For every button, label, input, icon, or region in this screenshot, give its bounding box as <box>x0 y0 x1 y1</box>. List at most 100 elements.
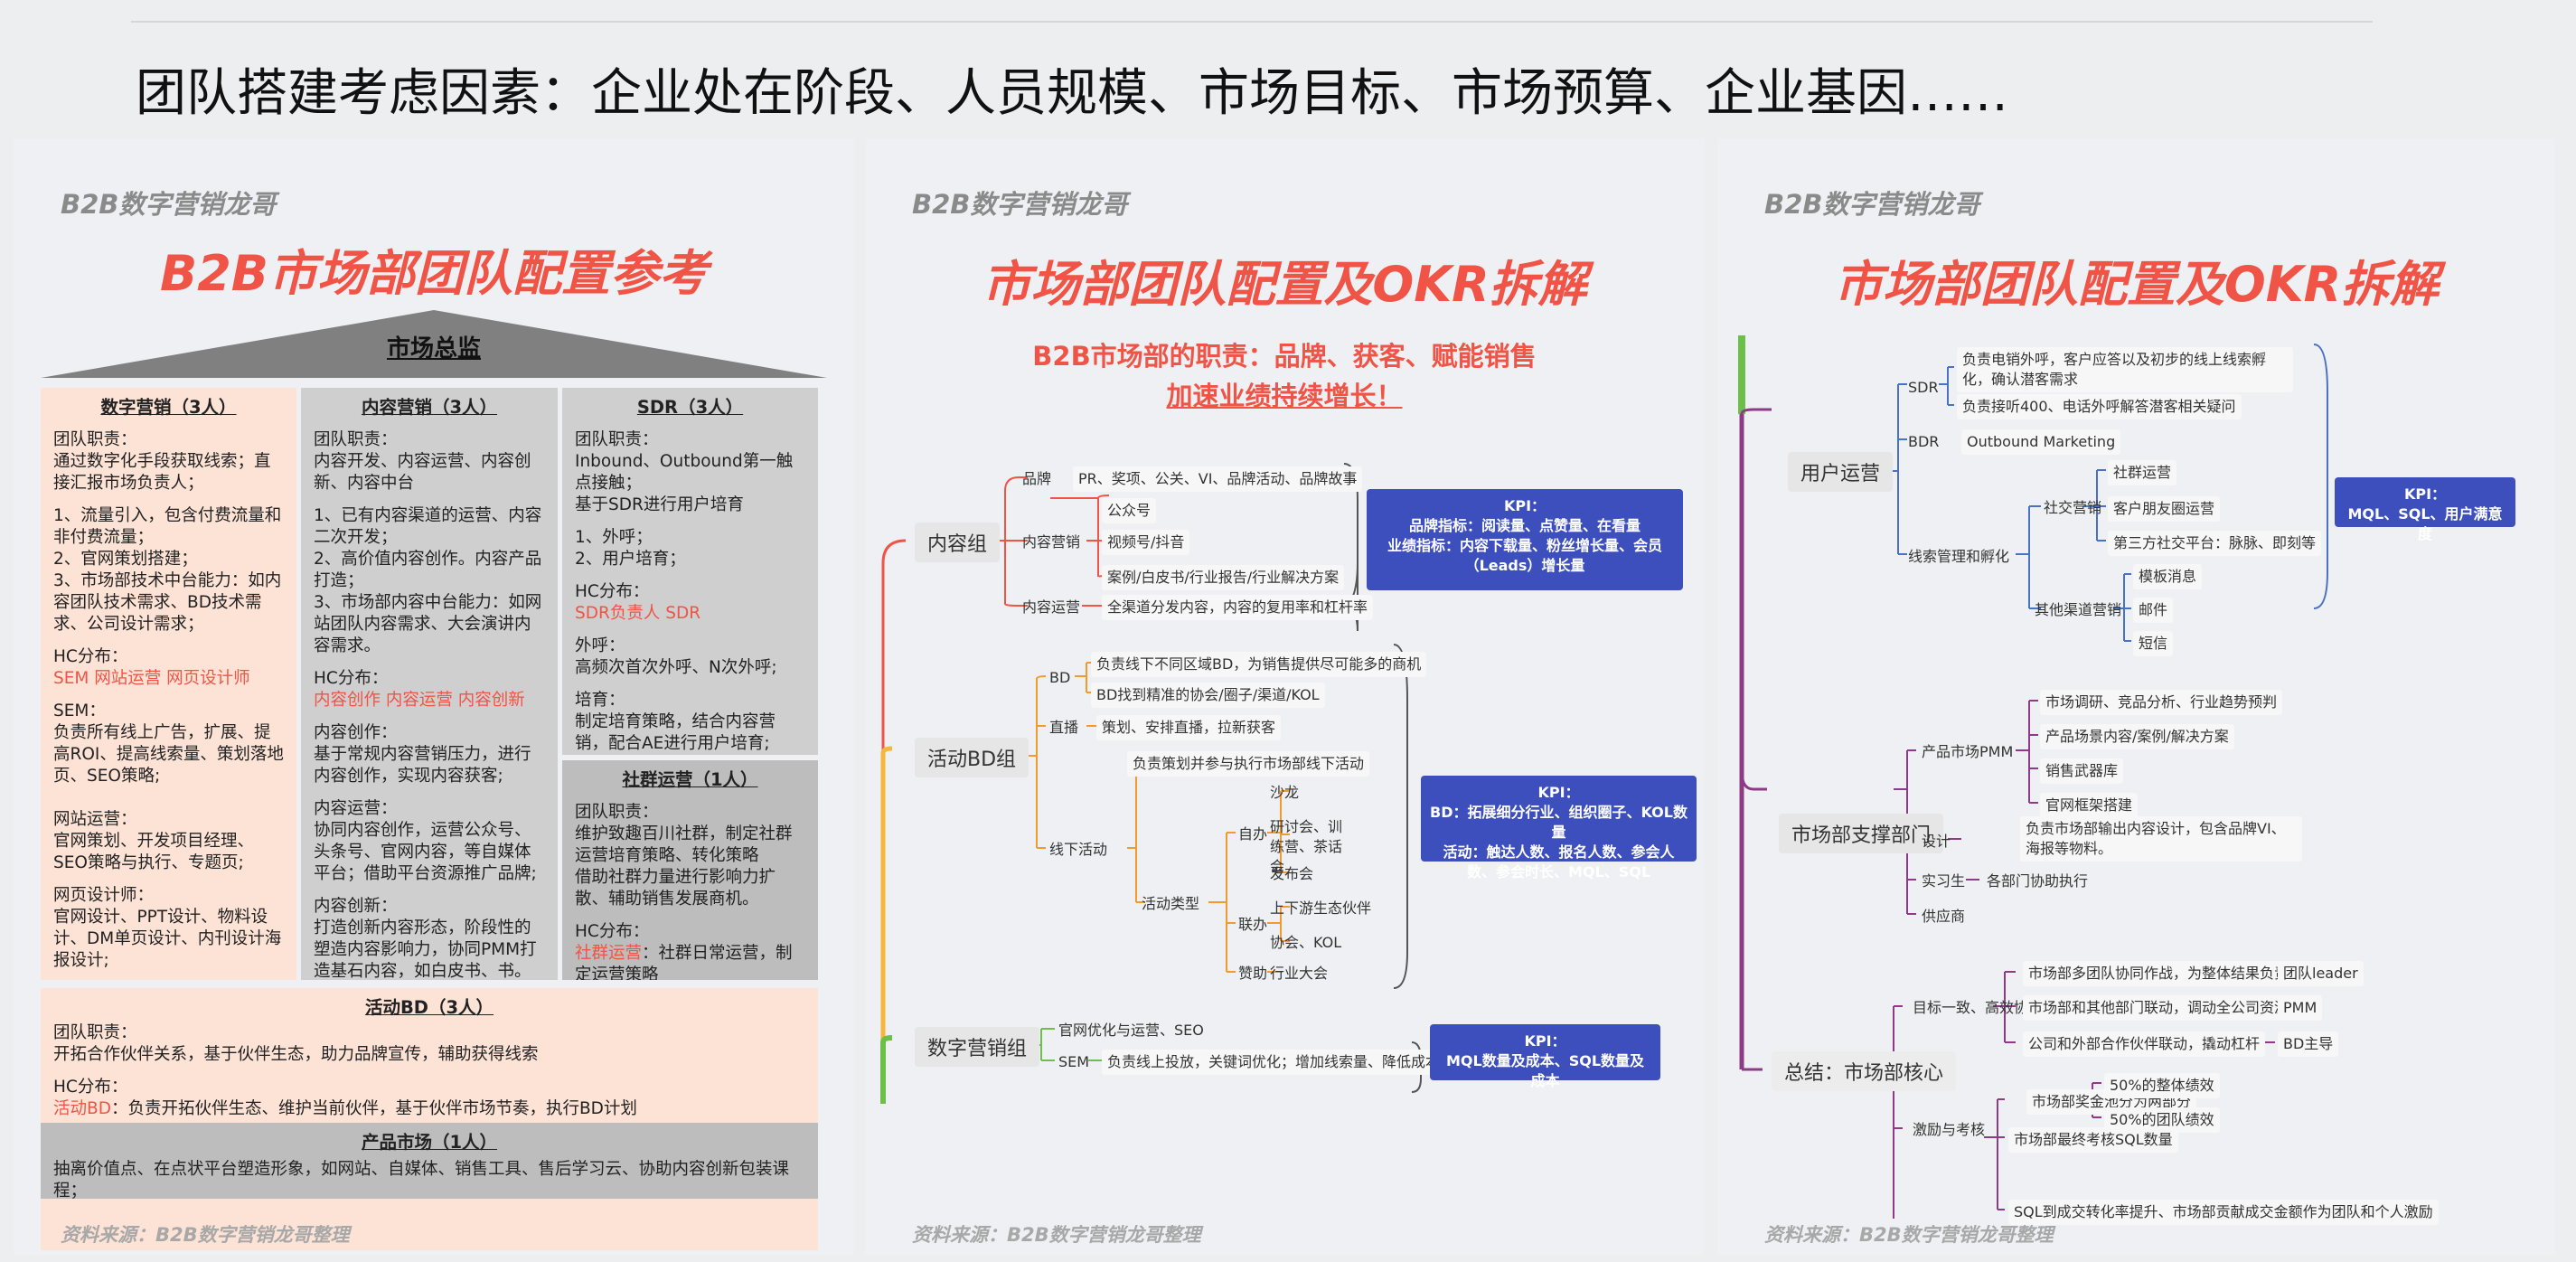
node-pmm: 产品市场PMM <box>1922 743 2014 760</box>
hc-desc: ：社群日常运营，制定运营策略 <box>575 944 793 980</box>
node-lead-mgmt: 线索管理和孵化 <box>1908 548 2010 565</box>
node-pmm-1: 市场调研、竞品分析、行业趋势预判 <box>2040 690 2283 715</box>
brand-label: B2B数字营销龙哥 <box>1764 189 1980 220</box>
slide-title: 团队搭建考虑因素：企业处在阶段、人员规模、市场目标、市场预算、企业基因…… <box>136 64 2008 123</box>
box-product-marketing: 产品市场（1人） 抽离价值点、在点状平台塑造形象，如网站、自媒体、销售工具、售后… <box>41 1123 818 1199</box>
text-line: 内容运营： <box>314 799 398 818</box>
source-note: 资料来源：B2B数字营销龙哥整理 <box>1764 1224 2054 1246</box>
top-divider <box>131 21 2373 23</box>
text-line: 3、市场部内容中台能力：如网站团队内容需求、大会演讲内容需求。 <box>314 593 542 655</box>
hc-list: SDR负责人 SDR <box>575 604 701 623</box>
hc-list: 社群运营 <box>575 944 643 963</box>
node-design: 设计 <box>1922 833 1951 850</box>
text-line: HC分布： <box>53 1078 128 1097</box>
text-line: KPI： <box>1524 1032 1566 1050</box>
node-supplier: 供应商 <box>1922 908 1966 925</box>
node-site-opt: 官网优化与运营、SEO <box>1058 1022 1204 1039</box>
node-goal: 目标一致、高效协同 <box>1913 999 2044 1016</box>
node-live: 直播 <box>1049 719 1079 736</box>
text-line: HC分布： <box>575 582 650 601</box>
node-event-type: 活动类型 <box>1142 895 1200 912</box>
text-line: 高频次首次外呼、N次外呼; <box>575 658 777 677</box>
node-template-msg: 模板消息 <box>2133 564 2203 589</box>
text-line: 制定培育策略，结合内容营销，配合AE进行用户培育; <box>575 712 776 753</box>
text-line: 1、流量引入，包含付费流量和非付费流量； <box>53 506 282 547</box>
node-pmm-4: 官网框架搭建 <box>2040 793 2139 818</box>
node-final-kpi: 市场部最终考核SQL数量 <box>2008 1127 2178 1153</box>
box-header: 产品市场（1人） <box>361 1132 498 1153</box>
text-line: 借助社群力量进行影响力扩散、辅助销售发展商机。 <box>575 868 776 909</box>
node-bd-1: 负责线下不同区域BD，为销售提供尽可能多的商机 <box>1091 652 1427 677</box>
panel-title: 市场部团队配置及OKR拆解 <box>1833 256 2440 313</box>
node-pmm-2: 产品场景内容/案例/解决方案 <box>2040 724 2234 749</box>
node-seminar: 研讨会、训练营、茶话会 <box>1270 818 1343 875</box>
duty-line-1: B2B市场部的职责：品牌、获客、赋能销售 <box>1032 341 1537 372</box>
box-header: SDR（3人） <box>636 397 744 418</box>
node-bd: BD <box>1049 669 1071 686</box>
text-line <box>575 570 805 581</box>
text-line <box>53 874 284 885</box>
box-lines-2: 内容创作：基于常规内容营销压力，进行内容创作，实现内容获客;内容运营：协同内容创… <box>314 711 545 980</box>
text-line: MQL、SQL、用户满意度 <box>2347 505 2503 542</box>
node-content-marketing: 内容营销 <box>1022 533 1081 551</box>
node-sem: SEM <box>1058 1053 1090 1070</box>
text-line: 团队职责： <box>314 430 398 449</box>
node-launch: 发布会 <box>1270 865 1314 882</box>
node-cases: 案例/白皮书/行业报告/行业解决方案 <box>1102 565 1345 590</box>
text-line: 开拓合作伙伴关系，基于伙伴生态，助力品牌宣传，辅助获得线索 <box>53 1045 539 1064</box>
node-community-ops: 社群运营 <box>2108 460 2177 485</box>
text-line: KPI： <box>1537 784 1580 801</box>
kpi-content: KPI：品牌指标：阅读量、点赞量、在看量业绩指标：内容下载量、粉丝增长量、会员（… <box>1367 489 1683 590</box>
node-goal-2: 市场部和其他部门联动，调动全公司资源 <box>2023 995 2295 1021</box>
text-line: MQL数量及成本、SQL数量及成本 <box>1445 1052 1645 1089</box>
text-line <box>314 711 545 722</box>
box-lines: 团队职责： 开拓合作伙伴关系，基于伙伴生态，助力品牌宣传，辅助获得线索 HC分布： <box>53 1022 805 1098</box>
node-goal-3-owner: BD主导 <box>2278 1031 2339 1057</box>
box-lines: 抽离价值点、在点状平台塑造形象，如网站、自媒体、销售工具、售后学习云、协助内容创… <box>53 1159 805 1199</box>
box-lines-2: 外呼：高频次首次外呼、N次外呼;培育：制定培育策略，结合内容营销，配合AE进行用… <box>575 625 805 755</box>
box-community: 社群运营（1人） 团队职责：维护致趣百川社群，制定社群运营培育策略、转化策略借助… <box>562 760 818 980</box>
node-intern-desc: 各部门协助执行 <box>1987 872 2089 890</box>
hc-list: 内容创作 内容运营 内容创新 <box>314 691 525 710</box>
box-header: 活动BD（3人） <box>364 997 494 1018</box>
text-line: HC分布： <box>575 922 650 941</box>
text-line: KPI： <box>2403 485 2447 503</box>
node-content-group: 内容组 <box>915 523 1001 562</box>
text-line: 协同内容创作，运营公众号、头条号、官网内容，等自媒体平台；借助平台资源推广品牌; <box>314 821 537 883</box>
hc-list: 活动BD <box>53 1099 111 1118</box>
text-line <box>53 690 284 701</box>
text-line: 外呼： <box>575 636 625 655</box>
text-line: 1、外呼； <box>575 528 653 547</box>
text-line: 通过数字化手段获取线索；直接汇报市场负责人； <box>53 452 271 493</box>
node-goal-1-owner: 团队leader <box>2278 961 2364 986</box>
node-bdr-desc: Outbound Marketing <box>1961 429 2121 455</box>
text-line: 官网策划、开发项目经理、SEO策略与执行、专题页; <box>53 832 255 872</box>
text-line: 网页设计师： <box>53 886 155 905</box>
node-video: 视频号/抖音 <box>1102 530 1190 555</box>
text-line: 团队职责： <box>575 803 659 822</box>
kpi-event: KPI：BD：拓展细分行业、组织圈子、KOL数量活动：触达人数、报名人数、参会人… <box>1421 776 1697 881</box>
text-line: 团队职责： <box>53 1023 137 1042</box>
text-line: 内容创新： <box>314 897 398 916</box>
roof-label: 市场总监 <box>386 335 481 363</box>
node-other-channels: 其他渠道营销 <box>2035 601 2122 618</box>
node-goal-1: 市场部多团队协同作战，为整体结果负责 <box>2023 961 2295 986</box>
node-offline-desc: 负责策划并参与执行市场部线下活动 <box>1127 751 1370 777</box>
node-sponsor: 赞助 <box>1238 965 1268 982</box>
node-self-run: 自办 <box>1238 825 1268 843</box>
node-public-account: 公众号 <box>1102 498 1157 523</box>
box-header: 社群运营（1人） <box>622 769 758 790</box>
panel-team-config: B2B数字营销龙哥 B2B市场部团队配置参考 市场总监 数字营销（3人） 团队职… <box>14 138 854 1255</box>
node-sdr-2: 负责接听400、电话外呼解答潜客相关疑问 <box>1957 394 2242 419</box>
text-line <box>53 798 284 809</box>
node-sdr: SDR <box>1908 379 1939 396</box>
node-conference: 行业大会 <box>1270 965 1329 982</box>
text-line: 活动：触达人数、报名人数、参会人数、参会时长、MQL、SQL <box>1443 843 1675 881</box>
node-sem-desc: 负责线上投放，关键词优化；增加线索量、降低成本 <box>1102 1050 1446 1075</box>
text-line: 抽离价值点、在点状平台塑造形象，如网站、自媒体、销售工具、售后学习云、协助内容创… <box>53 1160 790 1199</box>
node-offline: 线下活动 <box>1049 841 1108 858</box>
node-bd-2: BD找到精准的协会/圈子/渠道/KOL <box>1091 683 1325 708</box>
text-line: HC分布： <box>53 647 128 666</box>
